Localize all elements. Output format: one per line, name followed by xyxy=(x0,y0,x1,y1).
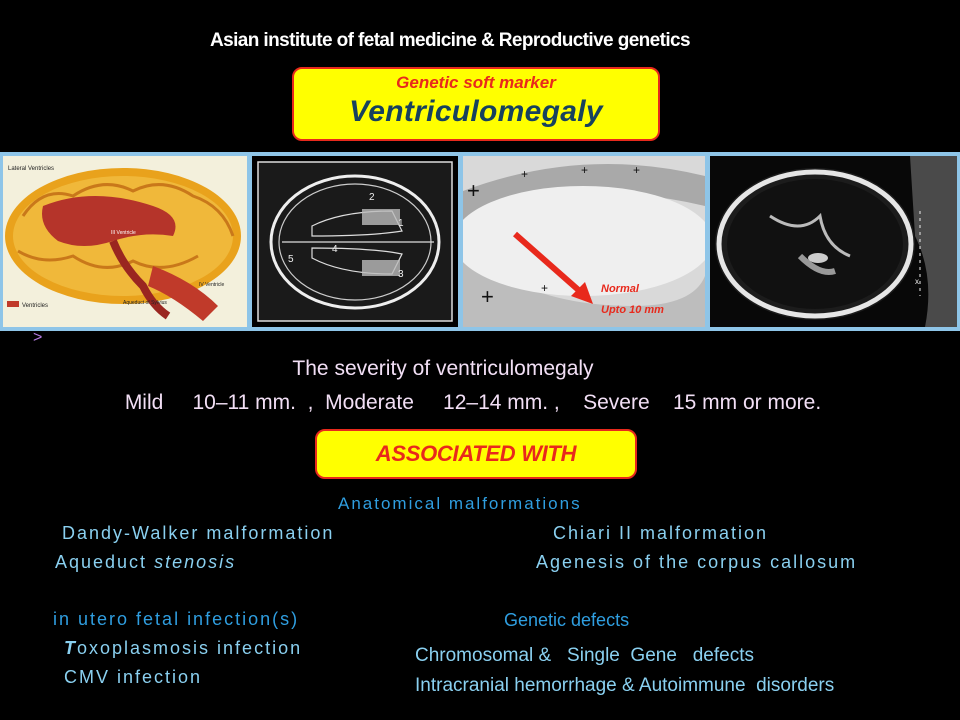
aqueduct-italic: stenosis xyxy=(154,552,237,572)
image-strip: Lateral Ventricles III Ventricle IV Vent… xyxy=(0,152,960,331)
page-header-title: Asian institute of fetal medicine & Repr… xyxy=(210,30,691,51)
svg-text:+: + xyxy=(541,281,548,295)
fetal-head-ultrasound: x xyxy=(710,156,957,327)
anatomical-heading: Anatomical malformations xyxy=(338,494,582,513)
axial-brain-diagram: 2 1 3 4 5 xyxy=(252,156,458,327)
label-third-ventricle: III Ventricle xyxy=(111,230,136,236)
associated-with-label: ASSOCIATED WITH xyxy=(375,441,577,466)
cmv-item: CMV infection xyxy=(64,667,203,687)
bullet-arrow-mark: > xyxy=(33,329,43,346)
marker-subtitle: Genetic soft marker xyxy=(396,73,556,92)
svg-text:+: + xyxy=(521,167,528,181)
diagram-number-5: 5 xyxy=(288,254,294,265)
svg-text:+: + xyxy=(633,163,640,177)
chiari-item: Chiari II malformation xyxy=(553,523,769,543)
toxo-rest: oxoplasmosis infection xyxy=(77,638,303,658)
label-ventricles-legend: Ventricles xyxy=(22,303,48,309)
severity-title: The severity of ventriculomegaly xyxy=(292,357,594,380)
brain-anatomy-illustration: Lateral Ventricles III Ventricle IV Vent… xyxy=(3,156,247,327)
svg-text:+: + xyxy=(481,284,494,309)
genetic-heading: Genetic defects xyxy=(504,610,630,630)
aqueduct-stenosis-item: Aqueduct stenosis xyxy=(55,552,236,573)
diagram-number-4: 4 xyxy=(332,244,338,255)
label-fourth-ventricle: IV Ventricle xyxy=(199,282,225,288)
associated-with-box: ASSOCIATED WITH xyxy=(315,429,637,479)
severity-detail: Mild 10–11 mm. , Moderate 12–14 mm. , Se… xyxy=(124,391,822,414)
chromosomal-item: Chromosomal & Single Gene defects xyxy=(415,645,754,666)
infection-heading: in utero fetal infection(s) xyxy=(53,609,300,629)
svg-text:+: + xyxy=(467,178,480,203)
diagram-number-3: 3 xyxy=(398,269,404,280)
ultrasound-x-marker: x xyxy=(915,277,919,286)
ultrasound-annotation-upto: Upto 10 mm xyxy=(601,304,664,316)
intracranial-item: Intracranial hemorrhage & Autoimmune dis… xyxy=(415,675,835,696)
label-aqueduct: Aqueduct of Sylvius xyxy=(123,300,167,306)
marker-title: Ventriculomegaly xyxy=(349,95,603,128)
diagram-number-2: 2 xyxy=(369,192,375,203)
ultrasound-annotation-normal: Normal xyxy=(601,283,640,295)
dandy-walker-item: Dandy-Walker malformation xyxy=(62,523,335,543)
toxoplasmosis-item: Toxoplasmosis infection xyxy=(64,638,302,659)
title-box: Genetic soft marker Ventriculomegaly xyxy=(292,67,660,141)
diagram-number-1: 1 xyxy=(398,218,404,229)
toxo-first-letter: T xyxy=(64,638,77,658)
svg-text:+: + xyxy=(581,163,588,177)
aqueduct-prefix: Aqueduct xyxy=(55,552,155,572)
ultrasound-measurement-image: + + + + + + Normal Upto 10 mm xyxy=(463,156,705,327)
label-lateral-ventricles: Lateral Ventricles xyxy=(8,166,54,172)
agenesis-item: Agenesis of the corpus callosum xyxy=(536,552,858,572)
